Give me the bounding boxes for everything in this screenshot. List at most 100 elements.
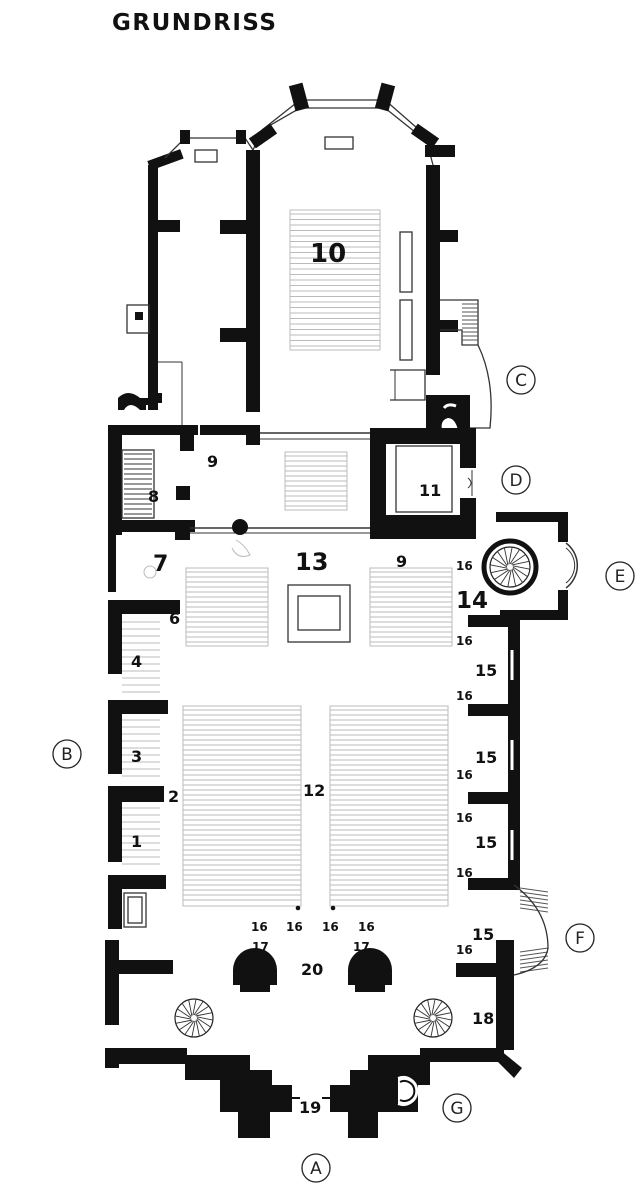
spiral-step (196, 1016, 213, 1021)
spiral-step (414, 1019, 431, 1024)
room-number: 6 (169, 609, 180, 628)
stair-step (519, 959, 549, 965)
spiral-step (509, 549, 520, 565)
spiral-step (435, 1012, 452, 1017)
altar-inner (297, 595, 341, 631)
spiral-step (194, 1005, 210, 1016)
room-number: 5 (111, 832, 122, 851)
spiral-step (435, 1018, 446, 1034)
room-number: 16 (286, 920, 303, 934)
spiral-step (512, 565, 530, 570)
spiral-step (196, 1018, 207, 1034)
room-number: 2 (168, 787, 179, 806)
spiral-step (497, 551, 508, 567)
spiral-step (175, 1015, 192, 1020)
room-number: 16 (456, 559, 473, 573)
room-number: 16 (456, 866, 473, 880)
room-number: 20 (301, 960, 323, 979)
stair-step (519, 947, 549, 953)
spiral-step (512, 560, 530, 566)
spiral-step (416, 1008, 431, 1019)
nave-left-wall (108, 532, 180, 929)
room-number: 16 (456, 943, 473, 957)
spiral-step (414, 1015, 431, 1020)
room-number: 15 (475, 748, 497, 767)
stair-step (519, 903, 549, 909)
stair-c (390, 299, 492, 430)
room-number: 16 (251, 920, 268, 934)
room-number: 11 (419, 481, 441, 500)
spiral-step (494, 569, 510, 580)
room-number: 5 (111, 741, 122, 760)
spiral-step (181, 1002, 192, 1018)
spiral-step (431, 999, 436, 1016)
spiral-step (178, 1020, 194, 1031)
room-number: 13 (295, 548, 328, 576)
room-number: 1 (131, 832, 142, 851)
page-title: GRUNDRISS (112, 10, 278, 36)
spiral-step (417, 1020, 433, 1031)
stair-step (519, 963, 549, 969)
spiral-stair (174, 998, 214, 1038)
spiral-step (508, 547, 513, 565)
spiral-step (196, 1017, 211, 1028)
spiral-stair (489, 546, 531, 588)
stair-tower-14 (481, 512, 579, 620)
room-number: 16 (456, 634, 473, 648)
room-number: 17 (252, 940, 269, 954)
room-number: 12 (303, 781, 325, 800)
spiral-step (490, 568, 508, 574)
spiral-step (507, 569, 512, 587)
spiral-step (423, 1020, 434, 1035)
spiral-step (193, 1001, 204, 1016)
spiral-step (420, 1002, 431, 1018)
spiral-step (503, 547, 509, 565)
room-number-labels: 10 9 8 11 7 13 9 16 14 6 5 4 16 15 16 5 … (111, 239, 497, 1117)
spiral-step (435, 1017, 450, 1028)
room-number: 14 (456, 588, 488, 614)
spiral-step (435, 1016, 452, 1021)
stair-step (519, 951, 549, 957)
spiral-stair (413, 998, 453, 1038)
spiral-step (500, 569, 511, 585)
room-number: 3 (131, 747, 142, 766)
room-number: 9 (396, 552, 407, 571)
spiral-step (511, 569, 517, 587)
stair-step (519, 891, 549, 897)
stair-step (519, 895, 549, 901)
stair-step (519, 899, 549, 905)
room-number: 19 (299, 1098, 321, 1117)
spiral-step (195, 1020, 200, 1037)
stair-step (519, 887, 549, 893)
nave-pews (182, 567, 453, 907)
entrance-walls (105, 884, 549, 1138)
transept-walls (108, 425, 476, 557)
pew-block (182, 705, 302, 907)
stair-step (519, 907, 549, 913)
entrance-label: D (509, 471, 522, 491)
room-number: 18 (472, 1009, 494, 1028)
spiral-step (188, 999, 193, 1016)
room-number: 16 (456, 689, 473, 703)
entrance-label: C (515, 371, 527, 391)
room-number: 15 (475, 661, 497, 680)
room-number: 8 (148, 487, 159, 506)
room-number: 5 (111, 655, 122, 674)
entrance-label: F (575, 929, 585, 949)
spiral-step (512, 566, 528, 577)
altar-outer (287, 584, 351, 643)
room-number: 16 (456, 811, 473, 825)
room-number: 16 (456, 768, 473, 782)
spiral-step (175, 1019, 192, 1024)
side-chapel-walls (118, 130, 254, 425)
room-number: 16 (358, 920, 375, 934)
spiral-step (177, 1008, 192, 1019)
spiral-step (432, 1001, 443, 1016)
room-number: 7 (153, 552, 168, 577)
room-number: 9 (207, 452, 218, 471)
spiral-step (434, 1020, 439, 1037)
spiral-step (427, 999, 432, 1016)
spiral-step (490, 564, 508, 569)
pew-block (329, 705, 449, 907)
